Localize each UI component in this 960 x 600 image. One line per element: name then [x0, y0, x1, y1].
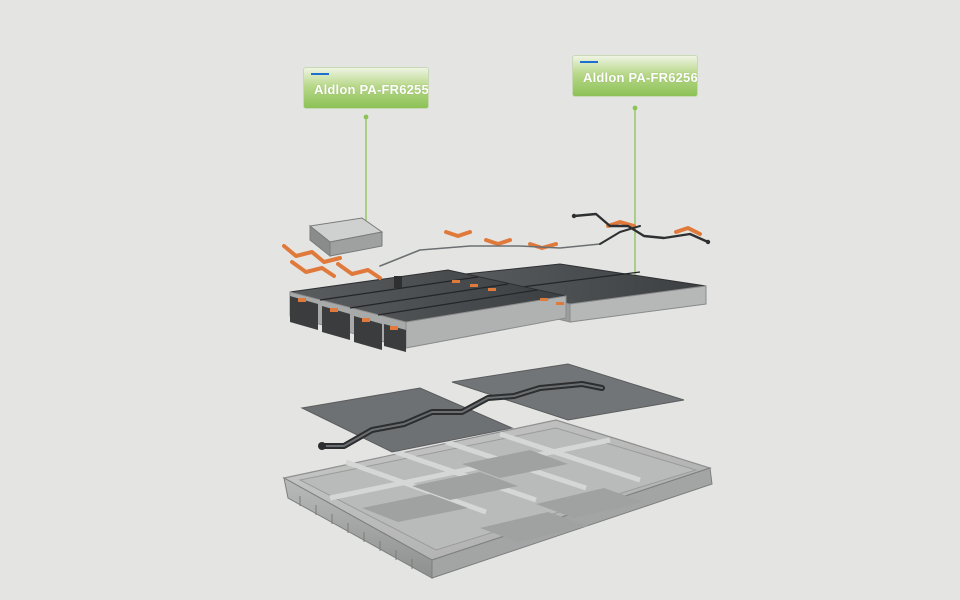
battery-modules: [289, 263, 707, 352]
callout-accent-2: [580, 61, 598, 63]
callout-label-1: Aldlon PA-FR6255: [314, 82, 429, 97]
material-callout-2: Aldlon PA-FR6256: [572, 55, 698, 97]
leader-line-2: [632, 105, 638, 282]
callout-label-2: Aldlon PA-FR6256: [583, 70, 698, 85]
orange-busbars: [282, 220, 702, 280]
callout-accent-1: [311, 73, 329, 75]
module-connector: [394, 276, 402, 288]
bms-unit: [308, 217, 384, 258]
material-callout-1: Aldlon PA-FR6255: [303, 67, 429, 109]
leader-line-1: [363, 114, 369, 228]
wiring-harness: [379, 212, 711, 267]
coolant-pipe: [318, 381, 605, 450]
battery-tray: [282, 419, 713, 579]
